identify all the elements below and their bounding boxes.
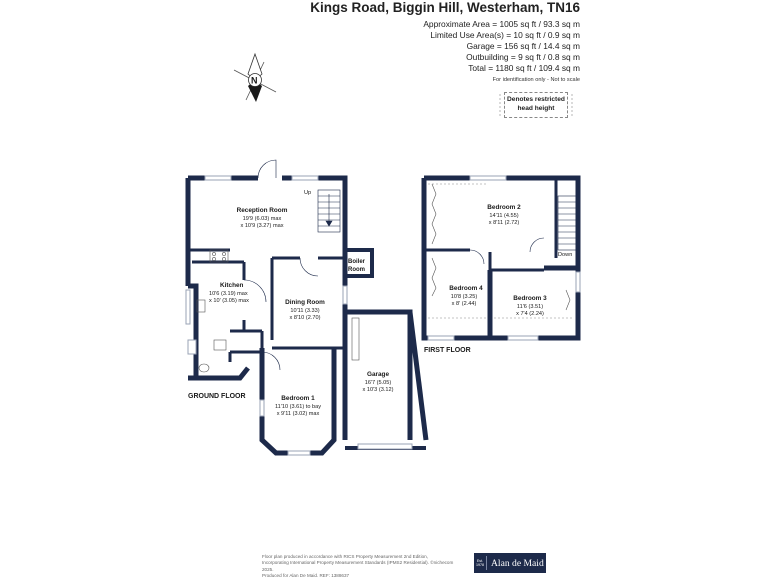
room-dim2-bedroom4: x 8' (2.44) (452, 301, 477, 307)
room-name-kitchen: Kitchen (220, 282, 244, 289)
garage-walls (342, 309, 429, 450)
stairs-up-label: Up (304, 190, 311, 196)
area-outbuilding: Outbuilding = 9 sq ft / 0.8 sq m (466, 52, 580, 62)
first-floor-label: FIRST FLOOR (424, 347, 471, 354)
ground-floor-label: GROUND FLOOR (188, 393, 246, 400)
stairs-down (557, 195, 577, 251)
area-limited-use: Limited Use Area(s) = 10 sq ft / 0.9 sq … (430, 30, 580, 40)
first-floor-windows (427, 175, 581, 341)
room-dim1-bedroom1: 11'10 (3.61) to bay (275, 404, 321, 410)
room-dim2-dining: x 8'10 (2.70) (290, 315, 321, 321)
compass-icon: N (233, 52, 277, 102)
room-dim2-garage: x 10'3 (3.12) (363, 387, 394, 393)
room-dim1-bedroom2: 14'11 (4.55) (489, 213, 518, 219)
stairs-up (317, 189, 341, 233)
room-dim2-bedroom2: x 8'11 (2.72) (489, 220, 520, 226)
room-name-bedroom2: Bedroom 2 (487, 204, 521, 211)
room-dim1-bedroom3: 11'6 (3.51) (517, 304, 543, 310)
area-garage: Garage = 156 sq ft / 14.4 sq m (466, 41, 580, 51)
room-dim1-bedroom4: 10'8 (3.25) (451, 294, 478, 300)
footer-line-3: Produced for Alan De Maid. REF: 1388637 (262, 573, 350, 579)
area-approximate: Approximate Area = 1005 sq ft / 93.3 sq … (423, 19, 580, 29)
room-name-bedroom1: Bedroom 1 (281, 395, 315, 402)
ground-floor-labels: Up Reception Room 19'9 (6.03) max x 10'9… (188, 190, 394, 417)
legend-line-2: head height (517, 104, 555, 112)
kitchen-fittings (196, 249, 229, 373)
property-title: Kings Road, Biggin Hill, Westerham, TN16 (310, 0, 580, 15)
room-name-boiler-2: Room (348, 267, 365, 273)
room-dim1-dining: 10'11 (3.33) (290, 308, 319, 314)
area-summary: Approximate Area = 1005 sq ft / 93.3 sq … (423, 19, 580, 86)
stairs-down-label: Down (558, 252, 572, 258)
first-floor-labels: Bedroom 2 14'11 (4.55) x 8'11 (2.72) Bed… (424, 204, 572, 354)
ground-floor-windows (185, 175, 348, 456)
brand-name: Alan de Maid (491, 557, 544, 569)
room-dim1-kitchen: 10'6 (3.19) max (209, 291, 248, 297)
first-floor-walls (421, 175, 581, 341)
room-dim2-reception: x 10'9 (3.27) max (240, 223, 283, 229)
restricted-height-legend: Denotes restricted head height (504, 92, 568, 118)
agent-logo: Est. 1978 Alan de Maid (474, 553, 546, 573)
room-name-reception: Reception Room (237, 207, 288, 214)
room-name-boiler: Boiler (348, 259, 366, 265)
room-dim1-reception: 19'9 (6.03) max (243, 216, 282, 222)
room-dim1-garage: 16'7 (5.05) (365, 380, 392, 386)
room-name-bedroom4: Bedroom 4 (449, 285, 483, 292)
room-dim2-bedroom1: x 9'11 (3.02) max (277, 411, 320, 417)
brand-established: Est. 1978 (474, 556, 487, 570)
room-name-garage: Garage (367, 371, 389, 378)
scale-note: For identification only - Not to scale (492, 77, 580, 83)
legend-line-1: Denotes restricted (507, 96, 565, 103)
area-total: Total = 1180 sq ft / 109.4 sq m (468, 63, 580, 73)
compass-letter: N (251, 76, 258, 86)
wardrobes (431, 183, 571, 311)
room-dim2-kitchen: x 10' (3.05) max (209, 298, 249, 304)
footer-line-2: Incorporating International Property Mea… (262, 560, 454, 572)
room-dim2-bedroom3: x 7'4 (2.24) (516, 311, 544, 317)
room-name-dining: Dining Room (285, 299, 325, 306)
room-name-bedroom3: Bedroom 3 (513, 295, 547, 302)
restricted-height-areas (428, 94, 574, 319)
footer-line-1: Floor plan produced in accordance with R… (262, 554, 428, 559)
